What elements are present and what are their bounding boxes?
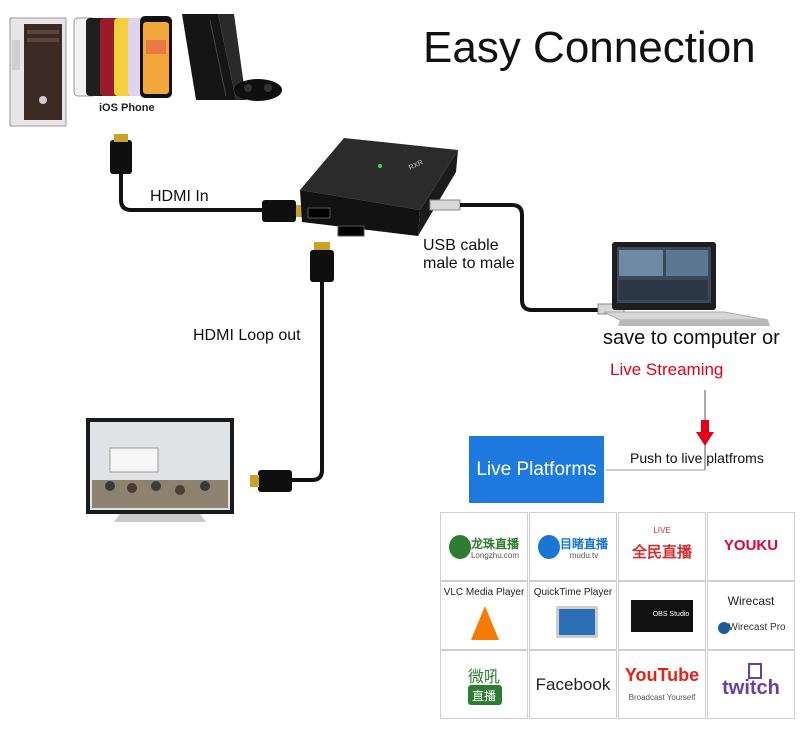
pc-tower-icon (9, 17, 67, 127)
platform-mark-icon (718, 622, 730, 634)
twitch-logo: twitch (707, 650, 795, 719)
platform-name: YouTube (624, 665, 700, 685)
platform-mark-icon (449, 535, 471, 559)
push-to-live-label: Push to live platfroms (630, 450, 764, 466)
platform-subtitle: mudu.tv (569, 551, 599, 560)
platform-name: Facebook (535, 675, 611, 694)
vlc-logo: VLC Media Player (440, 581, 528, 650)
platform-name: 微吼 (467, 669, 500, 686)
tv-icon (86, 418, 234, 522)
quicktime-logo: QuickTime Player (529, 581, 617, 650)
platform-subtitle: 直播 (471, 689, 496, 703)
laptop-icon (603, 242, 770, 326)
usb-cable-label: USB cable (423, 237, 499, 254)
platform-mark-icon (556, 606, 598, 638)
save-to-computer-label: save to computer or (603, 327, 780, 349)
platform-name: YOUKU (723, 537, 779, 554)
hdmi-in-cable (110, 134, 305, 222)
usb-cable-sublabel: male to male (423, 255, 515, 272)
platform-name: Wirecast (727, 594, 775, 608)
platform-name: VLC Media Player (443, 587, 525, 598)
quanmin-logo: 全民直播 LIVE (618, 512, 706, 581)
platform-name: twitch (722, 677, 780, 699)
hdmi-loop-out-cable (250, 242, 334, 492)
platform-subtitle: Broadcast Yourself (628, 693, 696, 702)
page-title: Easy Connection (423, 23, 756, 72)
platform-name: 全民直播 (631, 544, 692, 561)
push-arrow (606, 390, 714, 471)
platform-mark-icon (471, 606, 499, 640)
platform-subtitle: LIVE (653, 526, 671, 535)
capture-card-icon: RXR (300, 138, 458, 237)
platform-mark-icon (538, 535, 560, 559)
platform-subtitle: Wirecast Pro (728, 622, 786, 633)
live-platforms-box: Live Platforms (469, 436, 604, 503)
platform-name: 目睹直播 (559, 537, 608, 551)
platform-mark-icon (748, 663, 762, 679)
game-console-icon (182, 14, 282, 101)
hdmi-in-label: HDMI In (150, 188, 209, 205)
platform-name: 龙珠直播 (470, 537, 519, 551)
live-streaming-label: Live Streaming (610, 360, 724, 379)
obs-logo: OBS Studio (618, 581, 706, 650)
ios-phone-icon (73, 16, 172, 98)
platform-name: OBS Studio (652, 611, 690, 618)
ios-phone-label: iOS Phone (99, 102, 155, 114)
facebook-logo: Facebook (529, 650, 617, 719)
platform-mark-icon (631, 600, 693, 632)
hdmi-loop-out-label: HDMI Loop out (193, 327, 301, 344)
weibo-live-logo: 微吼直播 (440, 650, 528, 719)
platform-name: QuickTime Player (533, 587, 613, 598)
platform-subtitle: Longzhu.com (470, 551, 520, 560)
youku-logo: YOUKU (707, 512, 795, 581)
platform-mark-icon (468, 685, 502, 705)
